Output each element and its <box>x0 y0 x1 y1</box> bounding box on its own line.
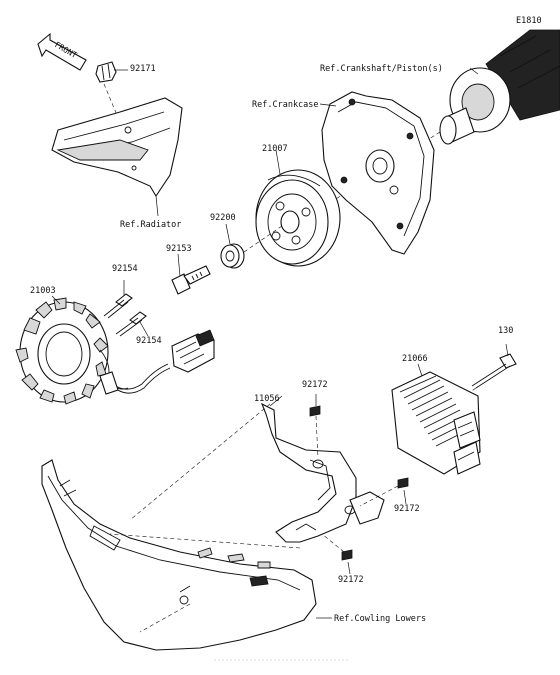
part-number-21066[interactable]: 21066 <box>402 354 428 364</box>
crankshaft <box>439 29 560 145</box>
rotor-21007 <box>255 169 341 267</box>
regulator-rectifier-21066 <box>391 371 481 475</box>
screw-92172-a <box>309 405 321 459</box>
part-number-21007[interactable]: 21007 <box>262 144 288 154</box>
washer-92200 <box>220 243 245 269</box>
radiator-shroud <box>51 97 183 217</box>
part-number-130[interactable]: 130 <box>498 326 514 336</box>
bracket-11056 <box>260 402 385 543</box>
crankcase <box>321 91 435 255</box>
bolt-92154-upper <box>103 293 133 319</box>
clip-92171 <box>95 61 117 83</box>
part-number-92200[interactable]: 92200 <box>210 213 236 223</box>
ref-radiator-link[interactable]: Ref.Radiator <box>120 220 182 230</box>
ref-crankshaft-link[interactable]: Ref.Crankshaft/Piston(s) <box>320 64 443 74</box>
part-number-92171[interactable]: 92171 <box>130 64 156 74</box>
part-number-92153[interactable]: 92153 <box>166 244 192 254</box>
part-number-92172-bottom[interactable]: 92172 <box>338 575 364 585</box>
ref-crankcase-link[interactable]: Ref.Crankcase <box>252 100 319 110</box>
part-number-21003[interactable]: 21003 <box>30 286 56 296</box>
screw-92172-c <box>321 533 353 561</box>
cowling-lower <box>41 459 317 651</box>
part-number-11056[interactable]: 11056 <box>254 394 280 404</box>
bolt-130 <box>471 353 517 389</box>
stator-wiring-harness <box>99 329 215 395</box>
stator-21003 <box>15 297 129 405</box>
part-number-92154-lower[interactable]: 92154 <box>136 336 162 346</box>
diagram-code: E1810 <box>516 16 542 26</box>
part-number-92154-upper[interactable]: 92154 <box>112 264 138 274</box>
screw-92172-b <box>359 477 409 507</box>
bolt-92153 <box>171 265 211 295</box>
ref-cowling-link[interactable]: Ref.Cowling Lowers <box>334 614 427 624</box>
part-number-92172-right[interactable]: 92172 <box>394 504 420 514</box>
front-arrow-icon: FRONT <box>37 32 87 71</box>
bolt-92154-lower <box>115 311 147 337</box>
part-number-92172-top[interactable]: 92172 <box>302 380 328 390</box>
